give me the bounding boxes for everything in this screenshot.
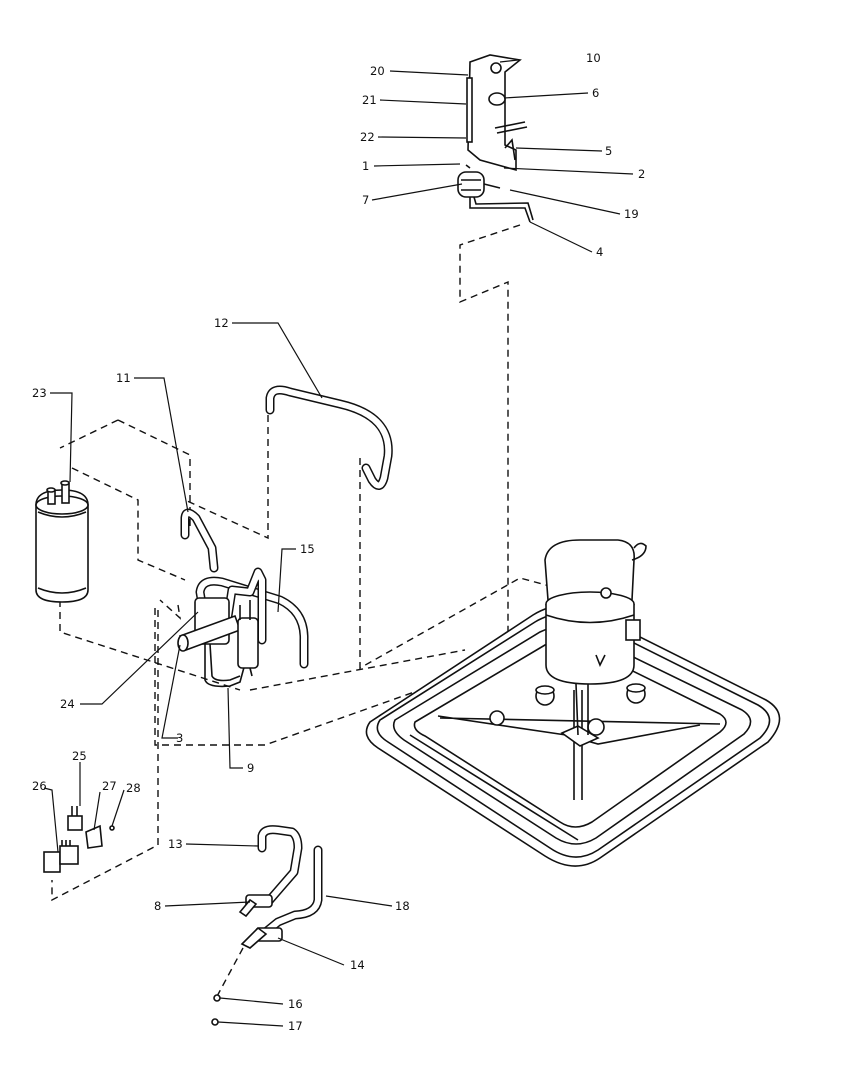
callout-4: 4 <box>596 245 603 259</box>
callout-18: 18 <box>395 899 410 913</box>
callout-20: 20 <box>370 64 385 78</box>
callout-15: 15 <box>300 542 315 556</box>
callout-28: 28 <box>126 781 141 795</box>
callout-26: 26 <box>32 779 47 793</box>
callout-16: 16 <box>288 997 303 1011</box>
callout-19: 19 <box>624 207 639 221</box>
tube-12 <box>265 385 393 490</box>
small-parts <box>43 806 115 873</box>
callout-3: 3 <box>176 731 183 745</box>
callout-22: 22 <box>360 130 375 144</box>
callout-11: 11 <box>116 371 131 385</box>
callout-27: 27 <box>102 779 117 793</box>
callout-17: 17 <box>288 1019 303 1033</box>
tube-11 <box>180 508 219 573</box>
reversing-valve-assembly <box>177 567 309 688</box>
callout-14: 14 <box>350 958 365 972</box>
callout-23: 23 <box>32 386 47 400</box>
callout-7: 7 <box>362 193 369 207</box>
callout-labels: 1 2 3 4 5 6 7 8 9 10 11 12 13 14 15 16 1… <box>32 51 645 1033</box>
callout-1: 1 <box>362 159 369 173</box>
callout-13: 13 <box>168 837 183 851</box>
callout-8: 8 <box>154 899 161 913</box>
callout-21: 21 <box>362 93 377 107</box>
callout-9: 9 <box>247 761 254 775</box>
accumulator-23 <box>35 480 89 603</box>
callout-2: 2 <box>638 167 645 181</box>
callout-24: 24 <box>60 697 75 711</box>
callout-25: 25 <box>72 749 87 763</box>
callout-10: 10 <box>586 51 601 65</box>
callout-12: 12 <box>214 316 229 330</box>
callout-leaders <box>43 59 634 1027</box>
callout-6: 6 <box>592 86 599 100</box>
callout-5: 5 <box>605 144 612 158</box>
compressor <box>544 539 647 736</box>
bracket-assembly <box>457 54 534 223</box>
assembly-dashed-lines <box>51 224 621 1001</box>
lower-tubes <box>211 825 323 1026</box>
